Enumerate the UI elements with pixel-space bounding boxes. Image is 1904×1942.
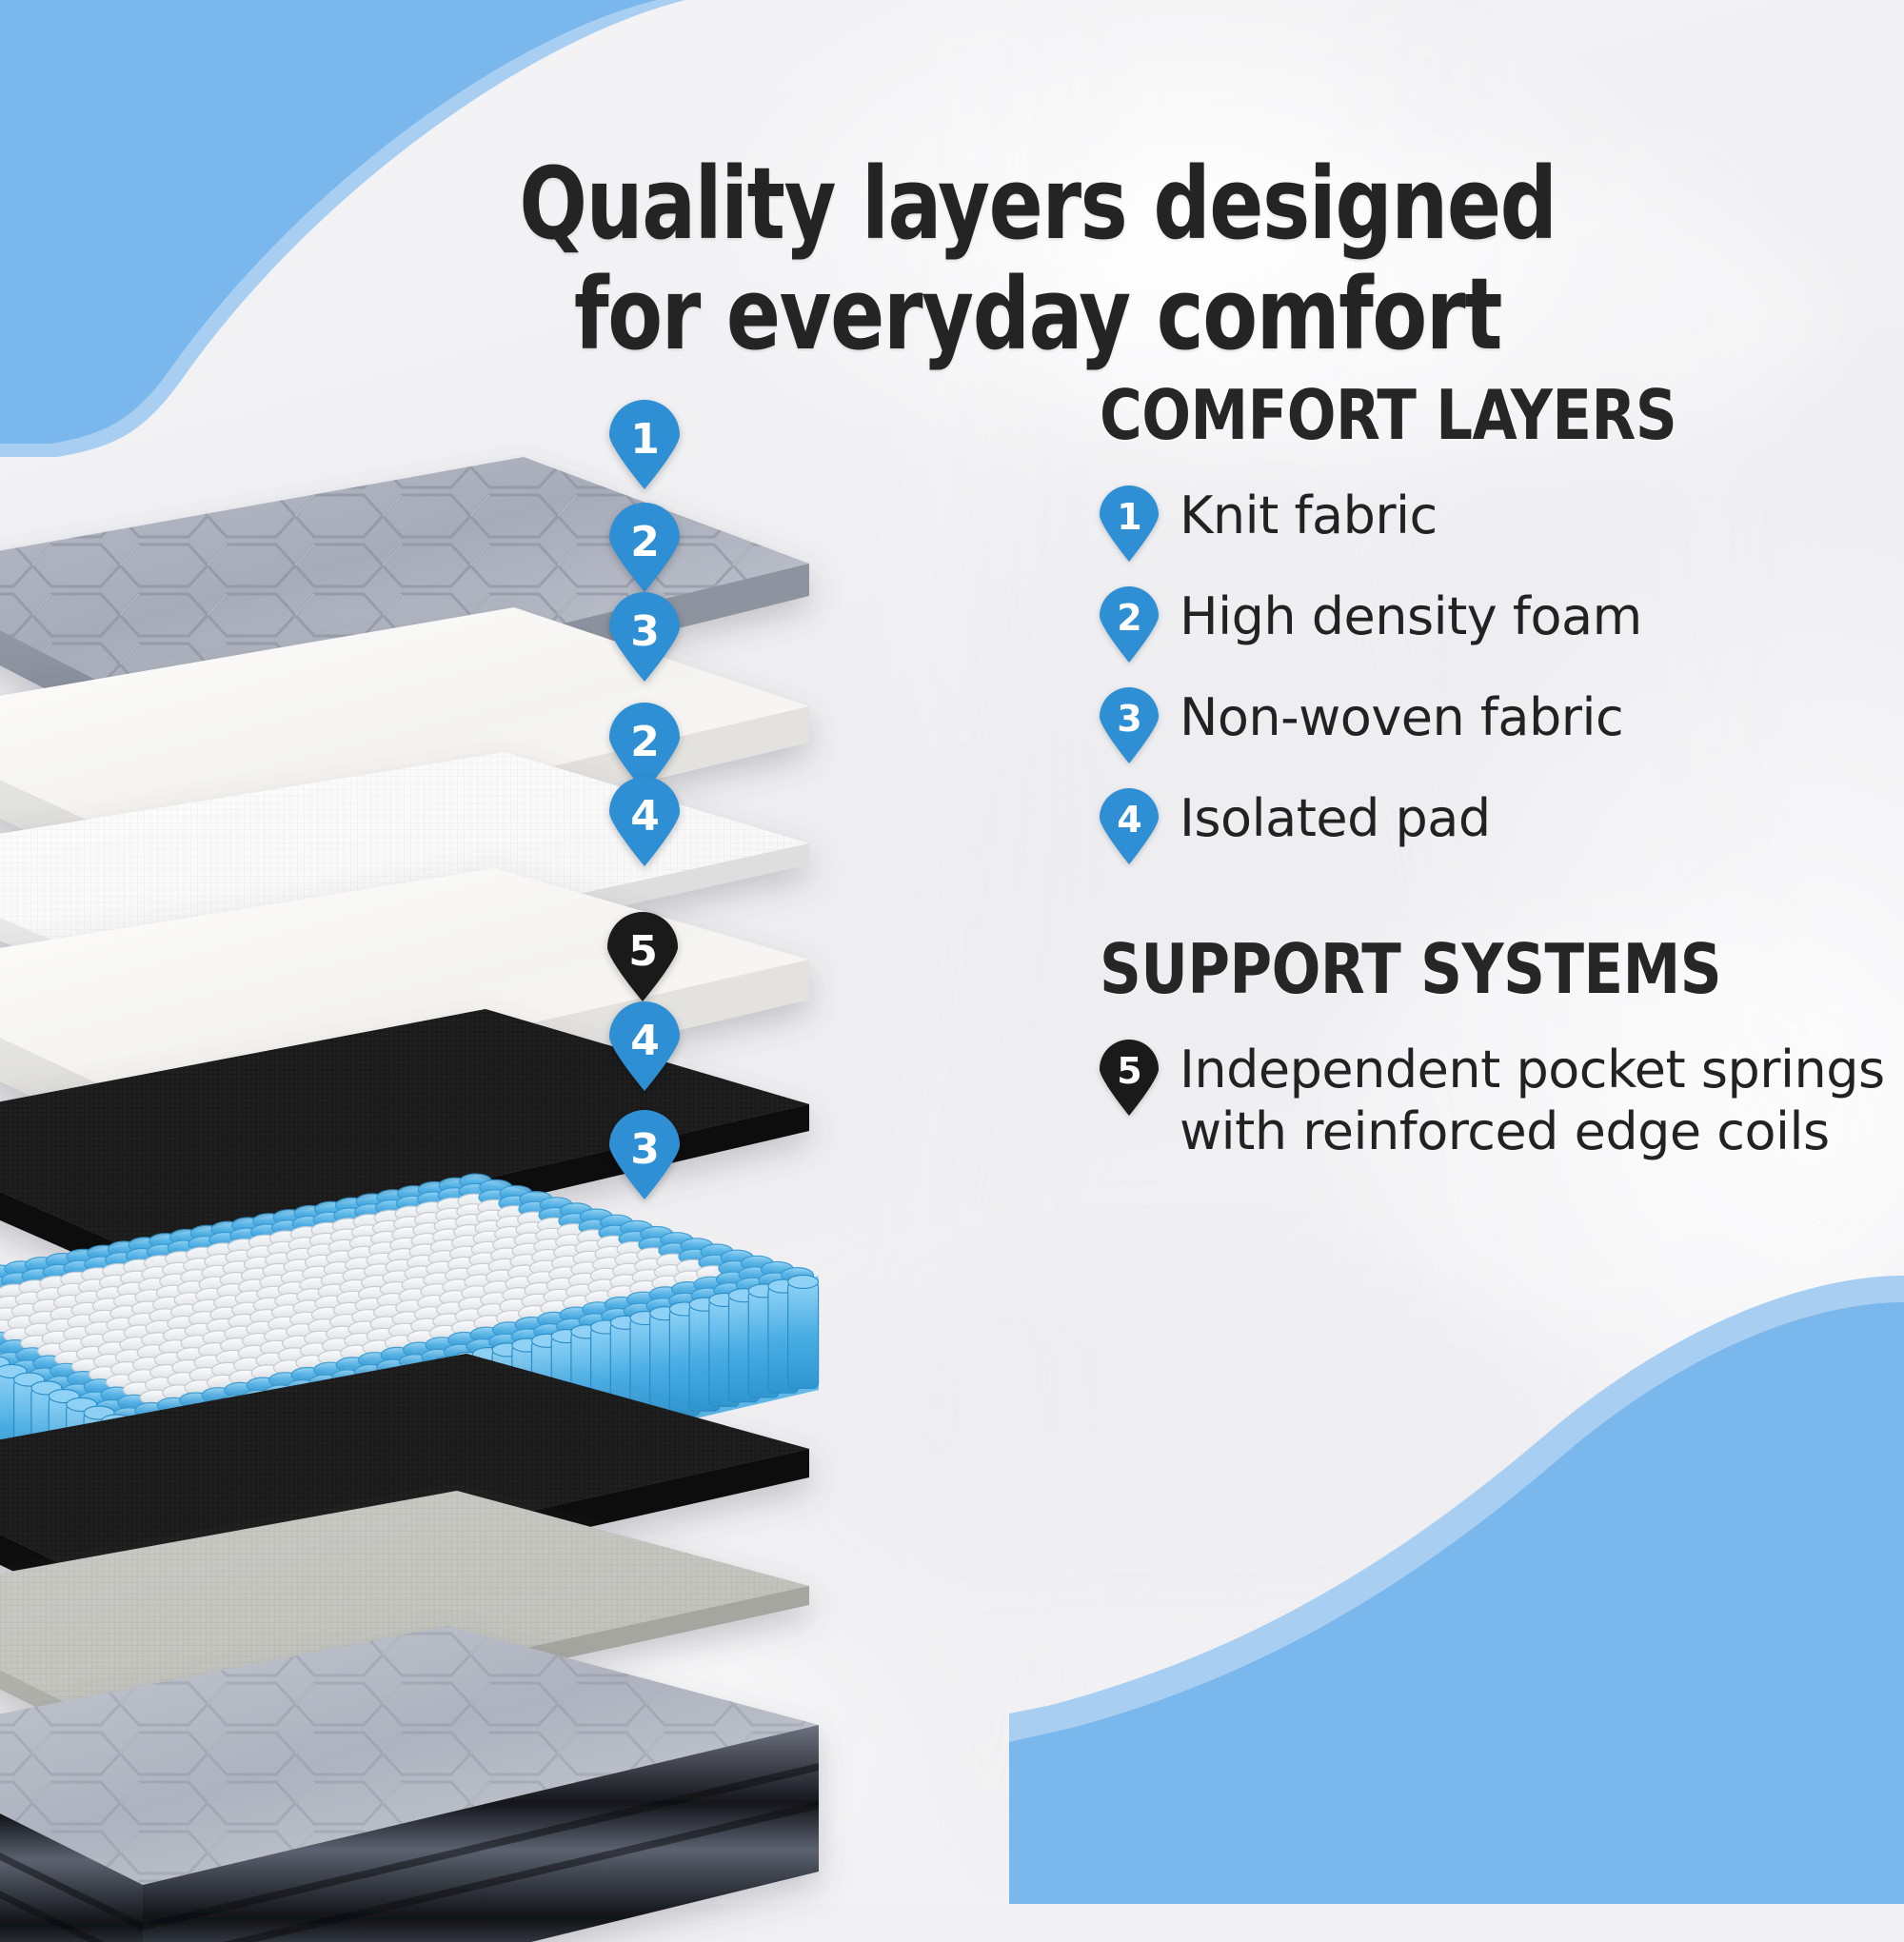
legend-item-label: High density foam xyxy=(1180,586,1642,646)
diagram-callout-pin-4b[interactable]: 4 xyxy=(609,1001,680,1091)
diagram-callout-pin-1[interactable]: 1 xyxy=(609,400,680,489)
diagram-callout-pin-2b[interactable]: 2 xyxy=(609,703,680,792)
exploded-mattress-diagram xyxy=(0,457,820,1942)
diagram-callout-pin-3b[interactable]: 3 xyxy=(609,1110,680,1199)
pin-number: 3 xyxy=(630,1124,660,1174)
page-title: Quality layers designed for everyday com… xyxy=(472,145,1603,373)
legend-item-label: Non-woven fabric xyxy=(1180,687,1624,747)
pin-number: 2 xyxy=(630,717,660,766)
map-pin-icon: 4 xyxy=(1100,788,1159,864)
pin-number: 1 xyxy=(1117,496,1141,538)
pin-number: 2 xyxy=(1117,597,1141,639)
pin-number: 2 xyxy=(630,517,660,566)
section-heading-support-systems: SUPPORT SYSTEMS xyxy=(1100,929,1722,1009)
page-title-line-2: for everyday comfort xyxy=(573,256,1502,373)
layer-finished-mattress xyxy=(0,1626,819,1942)
pin-number: 3 xyxy=(1117,698,1141,740)
legend-item-label: Isolated pad xyxy=(1180,788,1491,848)
legend-item-knit-fabric[interactable]: 1 Knit fabric xyxy=(1100,482,1890,562)
legend-item-label: Knit fabric xyxy=(1180,486,1438,545)
map-pin-icon: 1 xyxy=(1100,486,1159,562)
map-pin-icon: 5 xyxy=(1100,1040,1159,1116)
pin-number: 5 xyxy=(628,926,658,976)
pin-number: 5 xyxy=(1117,1050,1141,1092)
legend-item-pocket-springs[interactable]: 5 Independent pocket springs with reinfo… xyxy=(1100,1036,1890,1163)
section-heading-comfort-layers: COMFORT LAYERS xyxy=(1100,375,1677,455)
pin-number: 4 xyxy=(1117,799,1141,841)
diagram-callout-pin-3a[interactable]: 3 xyxy=(609,592,680,682)
layer-legend-panel: COMFORT LAYERS 1 Knit fabric 2 High dens… xyxy=(1100,381,1890,1184)
legend-item-isolated-pad[interactable]: 4 Isolated pad xyxy=(1100,784,1890,864)
decorative-wave-top-left xyxy=(0,0,685,457)
decorative-wave-bottom-right xyxy=(1009,1276,1904,1904)
diagram-callout-pin-4a[interactable]: 4 xyxy=(609,777,680,866)
legend-item-non-woven-fabric[interactable]: 3 Non-woven fabric xyxy=(1100,684,1890,763)
page-title-line-1: Quality layers designed xyxy=(519,145,1557,262)
diagram-callout-pin-2a[interactable]: 2 xyxy=(609,503,680,592)
legend-item-label: Independent pocket springs with reinforc… xyxy=(1180,1040,1885,1161)
diagram-callout-pin-5[interactable]: 5 xyxy=(607,912,678,1001)
pin-number: 4 xyxy=(630,791,660,841)
legend-item-high-density-foam[interactable]: 2 High density foam xyxy=(1100,583,1890,663)
map-pin-icon: 2 xyxy=(1100,586,1159,663)
map-pin-icon: 3 xyxy=(1100,687,1159,763)
pin-number: 3 xyxy=(630,606,660,656)
pin-number: 1 xyxy=(630,414,660,464)
pin-number: 4 xyxy=(630,1016,660,1065)
